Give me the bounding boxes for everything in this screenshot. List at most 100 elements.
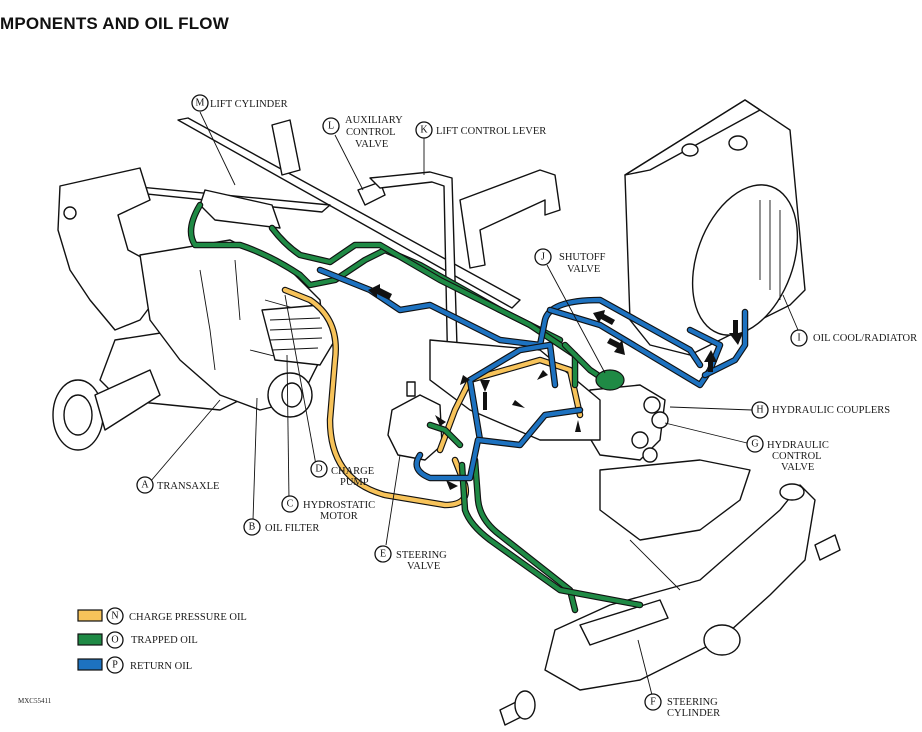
callout-letter: C <box>287 499 294 510</box>
drawbar-plate <box>599 459 751 541</box>
flow-arrow <box>460 375 470 385</box>
trapped-line-lift-cylinder-base <box>269 225 578 388</box>
callout-label: STEERING <box>396 550 447 561</box>
flow-arrow <box>368 284 392 300</box>
leader-l <box>334 134 364 191</box>
leader-i <box>782 294 799 331</box>
legend-swatch <box>77 658 103 671</box>
leader-j <box>546 264 606 374</box>
flow-arrow <box>446 480 458 490</box>
callout-letter: F <box>650 697 656 708</box>
legend-item-trapped-oil: O TRAPPED OIL <box>77 631 198 649</box>
trapped-line-steering-cyl-b <box>459 462 643 608</box>
callout-letter: L <box>328 121 334 132</box>
axle-hub <box>63 394 93 436</box>
coupler-2 <box>651 411 669 429</box>
flow-arrows <box>368 284 743 490</box>
callout-label: OIL FILTER <box>265 523 319 534</box>
callout-lift-cylinder: M LIFT CYLINDER <box>191 94 288 112</box>
legend-letter: N <box>111 611 118 622</box>
front-axle-beam <box>544 484 816 691</box>
callout-label: HYDRAULIC COUPLERS <box>772 405 890 416</box>
callout-label: MOTOR <box>320 511 358 522</box>
spindle-housing <box>703 624 741 656</box>
legend-item-return-oil: P RETURN OIL <box>77 656 192 674</box>
flow-arrow <box>435 415 446 426</box>
callout-auxiliary-control-valve: L AUXILIARY CONTROL VALVE <box>322 115 403 150</box>
callout-marker <box>415 121 433 139</box>
flow-arrow <box>607 338 625 355</box>
block-detail <box>199 259 306 371</box>
steering-valve-body <box>387 394 443 461</box>
callout-label: HYDRAULIC <box>767 440 829 451</box>
flow-arrow <box>575 420 581 432</box>
leader-a <box>149 399 221 483</box>
callout-marker <box>191 94 209 112</box>
axle-tube <box>94 369 161 431</box>
callout-oil-cooler-radiator: I OIL COOL/RADIATOR <box>790 329 917 347</box>
drawbar-rod <box>629 539 681 591</box>
coupler-3 <box>631 431 649 449</box>
legend-swatch <box>77 609 103 622</box>
trapped-line-lift-cylinder-rod <box>188 202 563 343</box>
callout-marker <box>534 248 552 266</box>
callout-label: CONTROL <box>346 127 396 138</box>
charge-line-steering-to-control-valve <box>437 357 583 453</box>
steering-shaft <box>406 381 416 397</box>
radiator-cap <box>681 143 699 157</box>
rear-bracket <box>459 169 561 269</box>
leader-b <box>252 397 258 521</box>
coupler-4 <box>642 447 658 463</box>
legend: N CHARGE PRESSURE OIL O TRAPPED OIL P RE… <box>77 607 247 674</box>
callout-marker <box>746 435 764 453</box>
return-line-steering <box>414 407 583 481</box>
axle-pivot <box>779 483 805 501</box>
callout-letter: K <box>420 125 428 136</box>
legend-label: CHARGE PRESSURE OIL <box>129 612 247 623</box>
legend-letter: P <box>112 660 118 671</box>
legend-label: TRAPPED OIL <box>131 635 198 646</box>
flow-arrow <box>537 370 548 380</box>
flow-arrow <box>512 400 525 408</box>
callout-label: OIL COOL/RADIATOR <box>813 333 917 344</box>
callout-marker <box>243 518 261 536</box>
callout-label: TRANSAXLE <box>157 481 219 492</box>
callout-charge-pump: D CHARGE PUMP <box>310 460 374 488</box>
callout-label: PUMP <box>340 477 369 488</box>
return-oil-lines <box>316 266 749 482</box>
callout-letter: J <box>541 252 545 263</box>
callout-label: HYDROSTATIC <box>303 500 375 511</box>
trapped-line-steering-cyl-a <box>472 457 578 613</box>
legend-marker <box>106 631 124 649</box>
callout-hydrostatic-motor: C HYDROSTATIC MOTOR <box>281 495 375 522</box>
legend-item-charge-pressure-oil: N CHARGE PRESSURE OIL <box>77 607 247 625</box>
callout-marker <box>374 545 392 563</box>
legend-letter: O <box>111 635 118 646</box>
figure-code: MXC55411 <box>18 697 52 705</box>
callout-label: AUXILIARY <box>345 115 403 126</box>
callout-letter: H <box>756 405 763 416</box>
callout-label: LIFT CYLINDER <box>210 99 288 110</box>
legend-marker <box>106 607 124 625</box>
leader-c <box>286 354 290 501</box>
callout-lift-control-lever: K LIFT CONTROL LEVER <box>415 121 546 139</box>
callout-letter: A <box>141 480 149 491</box>
flow-arrow <box>593 310 615 325</box>
callout-label: STEERING <box>667 697 718 708</box>
flow-arrow <box>729 320 743 345</box>
callout-label: VALVE <box>355 139 388 150</box>
motor-fins <box>269 317 323 351</box>
diagram-title: MPONENTS AND OIL FLOW <box>0 14 229 33</box>
callout-marker <box>136 476 154 494</box>
callout-label: CYLINDER <box>667 708 720 719</box>
callout-marker <box>281 495 299 513</box>
callout-shutoff-valve: J SHUTOFF VALVE <box>534 248 606 275</box>
trapped-line-steering-valve <box>427 422 463 448</box>
side-plate <box>57 167 156 331</box>
callout-label: SHUTOFF <box>559 252 606 263</box>
radiator-fins <box>759 200 781 300</box>
leader-g <box>664 422 748 444</box>
callout-label: VALVE <box>567 264 600 275</box>
coupler-1 <box>643 396 661 414</box>
